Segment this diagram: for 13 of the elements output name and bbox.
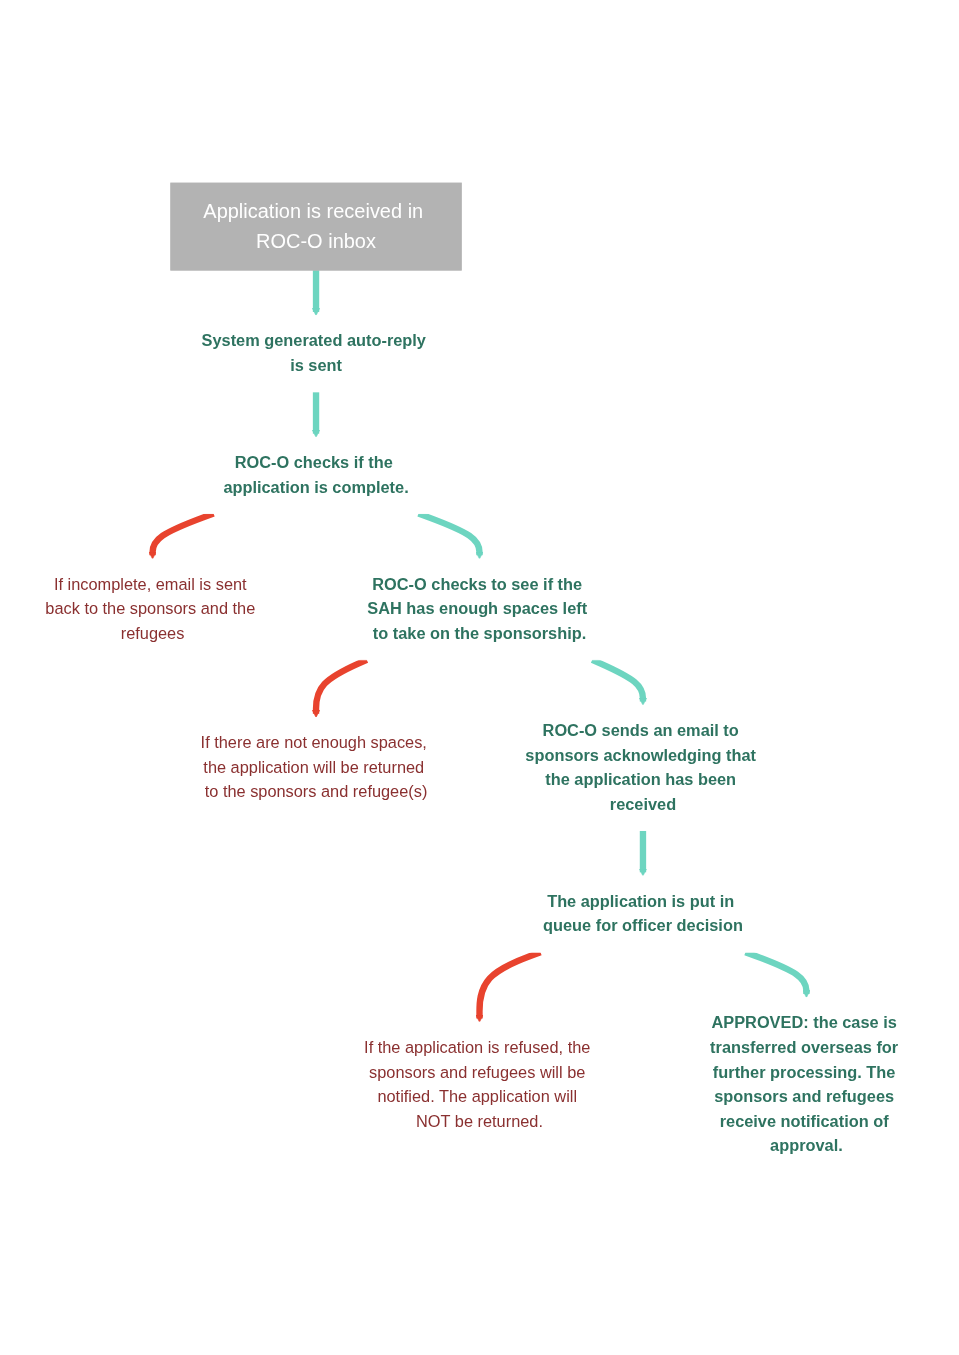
node-box: Application is received in ROC-O inbox xyxy=(170,182,462,271)
node-text: ROC-O checks to see if the SAH has enough spaces left to take on the sponsorship. xyxy=(367,575,588,643)
node-text: If there are not enough spaces, the application will be returned to the sponsors and refugee(s) xyxy=(200,733,428,802)
node-text: ROC-O sends an email to sponsors acknowledging that the application has been received xyxy=(525,721,757,814)
node-text: The application is put in queue for officer decision xyxy=(543,892,743,935)
arrow xyxy=(312,270,321,316)
node-text: APPROVED: the case is transferred overseas for further processing. The sponsors and refugees receive notification of approval. xyxy=(710,1013,899,1155)
node-text: ROC-O checks if the application is complete. xyxy=(223,453,409,497)
node-text: If the application is refused, the sponsors and refugees will be notified. The application will NOT be returned. xyxy=(364,1038,591,1131)
node-text: If incomplete, email is sent back to the sponsors and the refugees xyxy=(45,575,256,643)
node-text: System generated auto-reply is sent xyxy=(201,331,426,375)
arrow xyxy=(638,830,647,877)
arrow xyxy=(312,391,321,438)
